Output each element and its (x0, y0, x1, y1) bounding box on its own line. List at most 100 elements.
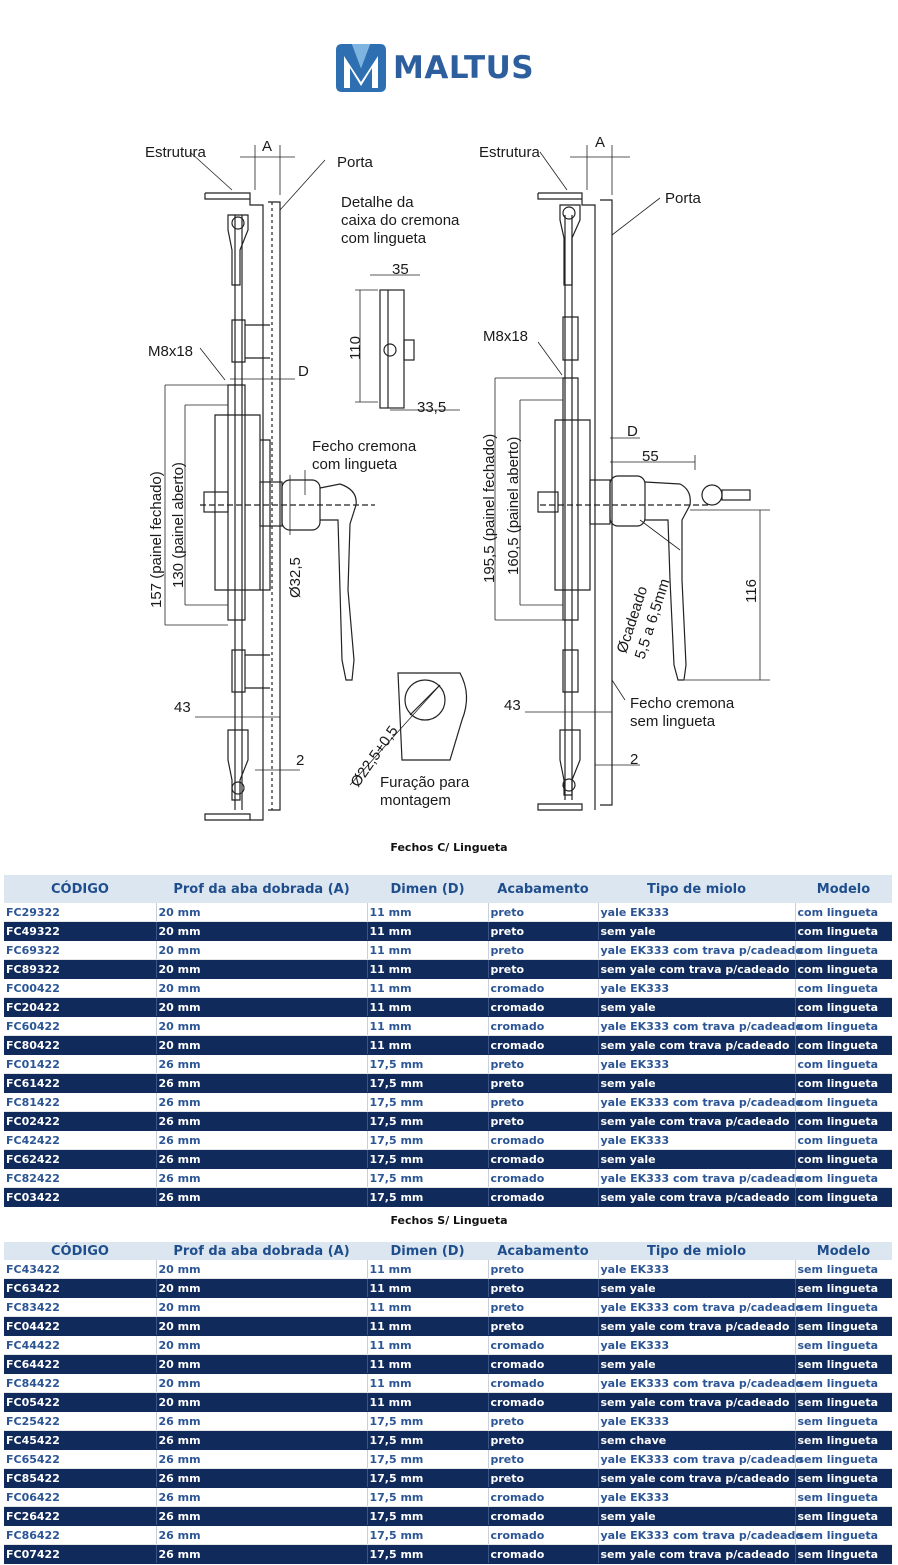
cell-modelo: sem lingueta (794, 1468, 892, 1488)
brand-name: MALTUS (393, 50, 535, 86)
header-dimen: Dimen (D) (367, 1242, 488, 1260)
cell-tipo-miolo: sem yale (597, 1073, 795, 1093)
cell-tipo-miolo: sem yale com trava p/cadeado (597, 1392, 795, 1412)
cell-codigo: FC61422 (4, 1073, 156, 1093)
cell-modelo: com lingueta (794, 1130, 892, 1150)
cell-modelo: com lingueta (794, 940, 892, 960)
table-header-row: CÓDIGO Prof da aba dobrada (A) Dimen (D)… (4, 1242, 892, 1260)
cell-modelo: sem lingueta (794, 1278, 892, 1298)
table-sem-lingueta: CÓDIGO Prof da aba dobrada (A) Dimen (D)… (4, 1242, 892, 1564)
cell-tipo-miolo: sem chave (597, 1430, 795, 1450)
cell-prof-aba: 20 mm (155, 1016, 367, 1036)
cell-modelo: com lingueta (794, 1035, 892, 1055)
cell-codigo: FC03422 (4, 1187, 156, 1207)
cell-codigo: FC45422 (4, 1430, 156, 1450)
label-porta-left: Porta (337, 154, 374, 171)
cell-dimen: 11 mm (366, 1016, 488, 1036)
cell-prof-aba: 20 mm (155, 1373, 367, 1393)
header-tipo-miolo: Tipo de miolo (598, 1242, 795, 1260)
cell-codigo: FC82422 (4, 1168, 156, 1188)
cell-codigo: FC26422 (4, 1506, 156, 1526)
label-dim-2-right: 2 (630, 751, 638, 768)
cell-prof-aba: 20 mm (155, 1260, 367, 1279)
cell-dimen: 17,5 mm (366, 1487, 488, 1507)
cell-modelo: com lingueta (794, 997, 892, 1017)
cell-prof-aba: 26 mm (155, 1168, 367, 1188)
cell-modelo: com lingueta (794, 921, 892, 941)
cell-modelo: sem lingueta (794, 1335, 892, 1355)
cell-tipo-miolo: yale EK333 com trava p/cadeado (597, 1297, 803, 1317)
cell-prof-aba: 26 mm (155, 1149, 367, 1169)
cell-acabamento: cromado (487, 1149, 598, 1169)
cell-acabamento: cromado (487, 1354, 598, 1374)
label-detalhe-1: Detalhe da (341, 194, 414, 211)
cell-prof-aba: 26 mm (155, 1544, 367, 1564)
cell-dimen: 11 mm (366, 1335, 488, 1355)
cell-prof-aba: 20 mm (155, 997, 367, 1017)
cell-acabamento: cromado (487, 1373, 598, 1393)
cell-dimen: 11 mm (366, 1278, 488, 1298)
label-dim-130: 130 (painel aberto) (170, 462, 187, 588)
label-dim-43-right: 43 (504, 697, 521, 714)
cell-codigo: FC07422 (4, 1544, 156, 1564)
cell-modelo: com lingueta (794, 1073, 892, 1093)
cell-codigo: FC06422 (4, 1487, 156, 1507)
cell-tipo-miolo: yale EK333 (597, 1487, 795, 1507)
cell-modelo: sem lingueta (794, 1506, 892, 1526)
label-dim-35: 35 (392, 261, 409, 278)
label-dim-116: 116 (743, 579, 760, 603)
cell-codigo: FC43422 (4, 1260, 156, 1279)
cell-prof-aba: 20 mm (155, 1354, 367, 1374)
table-com-lingueta: CÓDIGO Prof da aba dobrada (A) Dimen (D)… (4, 875, 892, 1207)
cell-tipo-miolo: sem yale com trava p/cadeado (597, 1111, 795, 1131)
label-dim-32: Ø32,5 (287, 557, 304, 598)
cell-acabamento: cromado (487, 978, 598, 998)
cell-dimen: 11 mm (366, 978, 488, 998)
label-estrutura-right: Estrutura (479, 144, 541, 161)
label-m8-left: M8x18 (148, 343, 193, 360)
cell-prof-aba: 20 mm (155, 1035, 367, 1055)
cell-prof-aba: 26 mm (155, 1525, 367, 1545)
cell-modelo: com lingueta (794, 959, 892, 979)
header-modelo: Modelo (795, 875, 892, 903)
cell-tipo-miolo: yale EK333 (597, 1411, 795, 1431)
cell-dimen: 17,5 mm (366, 1430, 488, 1450)
cell-acabamento: cromado (487, 1130, 598, 1150)
cell-acabamento: cromado (487, 1544, 598, 1564)
cell-acabamento: cromado (487, 1168, 598, 1188)
technical-drawing: Estrutura A Porta Detalhe da caixa do cr… (145, 134, 770, 821)
cell-prof-aba: 20 mm (155, 903, 367, 922)
label-furacao-2: montagem (380, 792, 451, 809)
cell-dimen: 17,5 mm (366, 1411, 488, 1431)
cell-acabamento: preto (487, 1111, 598, 1131)
cell-tipo-miolo: sem yale (597, 1506, 795, 1526)
header-prof-aba: Prof da aba dobrada (A) (156, 1242, 367, 1260)
cell-tipo-miolo: yale EK333 com trava p/cadeado (597, 1373, 803, 1393)
header-prof-aba: Prof da aba dobrada (A) (156, 875, 367, 903)
cell-tipo-miolo: yale EK333 (597, 978, 795, 998)
cell-tipo-miolo: sem yale com trava p/cadeado (597, 1316, 795, 1336)
cell-codigo: FC20422 (4, 997, 156, 1017)
cell-codigo: FC44422 (4, 1335, 156, 1355)
cell-acabamento: preto (487, 1449, 598, 1469)
cell-acabamento: cromado (487, 1392, 598, 1412)
cell-modelo: sem lingueta (794, 1430, 892, 1450)
cell-modelo: sem lingueta (794, 1525, 892, 1545)
cell-tipo-miolo: sem yale (597, 1278, 795, 1298)
cell-dimen: 17,5 mm (366, 1054, 488, 1074)
cell-codigo: FC42422 (4, 1130, 156, 1150)
right-assembly (494, 145, 770, 811)
label-porta-right: Porta (665, 190, 702, 207)
cell-prof-aba: 26 mm (155, 1506, 367, 1526)
cell-acabamento: preto (487, 1430, 598, 1450)
cell-dimen: 17,5 mm (366, 1187, 488, 1207)
cell-codigo: FC86422 (4, 1525, 156, 1545)
